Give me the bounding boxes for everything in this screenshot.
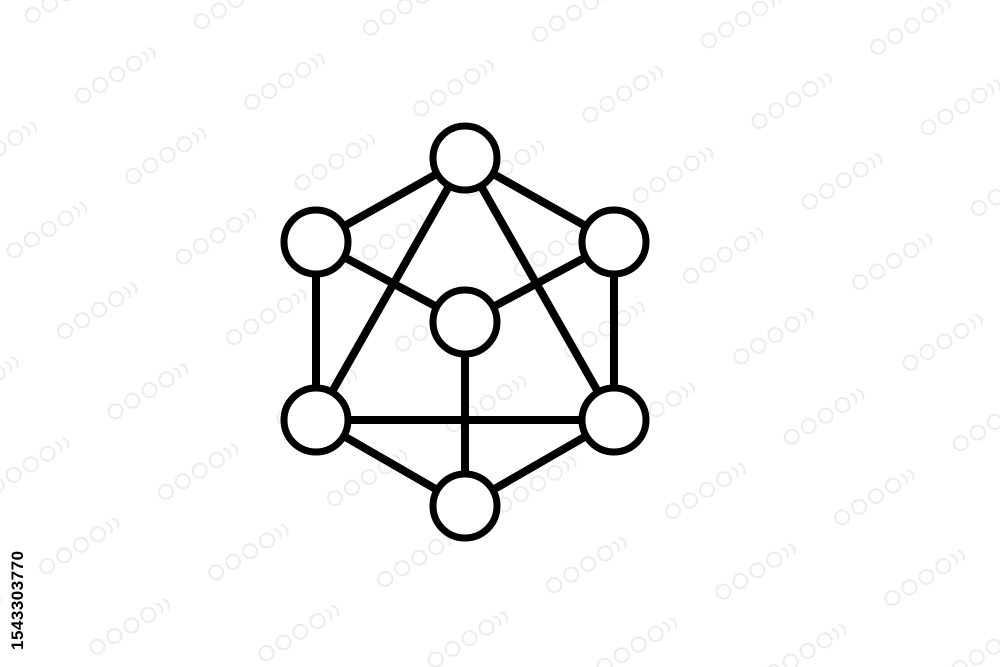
stock-image-id: 1543303770 — [8, 550, 27, 650]
node-upper-right — [578, 206, 650, 278]
edge-top-lowerright — [461, 154, 618, 424]
node-bottom — [429, 470, 501, 542]
edge-top-lowerleft — [312, 154, 469, 424]
node-top — [429, 122, 501, 194]
node-upper-left — [280, 206, 352, 278]
node-lower-left — [280, 384, 352, 456]
node-lower-right — [578, 384, 650, 456]
network-nodes — [280, 122, 650, 542]
node-center — [429, 286, 501, 358]
